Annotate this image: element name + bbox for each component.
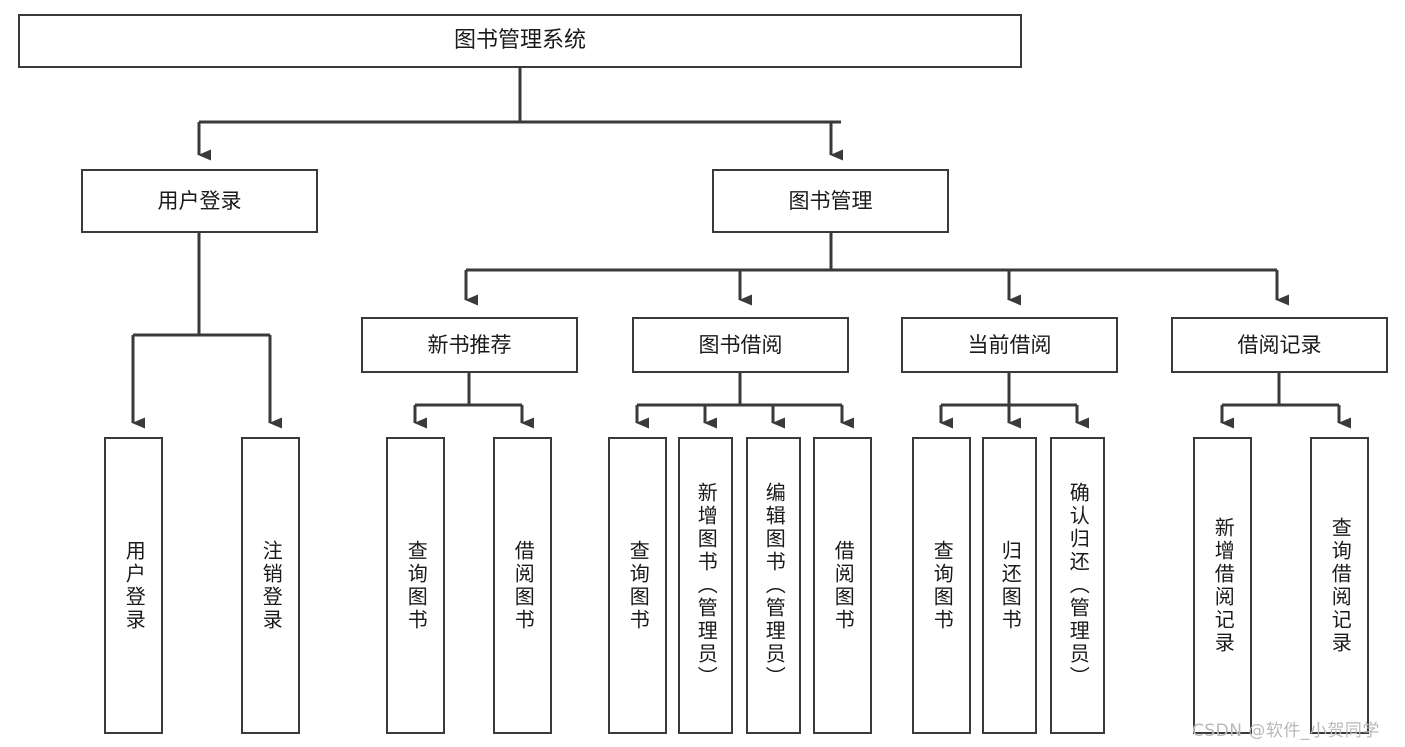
node-user-login[interactable]: 用户登录: [81, 169, 318, 233]
node-leaf-query-book-1[interactable]: 查询图书: [386, 437, 445, 734]
node-leaf-borrow-book-1[interactable]: 借阅图书: [493, 437, 552, 734]
node-book-borrow[interactable]: 图书借阅: [632, 317, 849, 373]
node-label: 确认归还（管理员）: [1066, 482, 1091, 689]
csdn-watermark: CSDN @软件_小贺同学: [1192, 721, 1380, 741]
node-label: 用户登录: [157, 188, 242, 213]
node-label: 图书管理系统: [453, 28, 586, 54]
node-label: 新增借阅记录: [1211, 516, 1236, 655]
node-label: 编辑图书（管理员）: [762, 482, 787, 689]
node-root-system[interactable]: 图书管理系统: [18, 14, 1022, 68]
node-label: 借阅记录: [1237, 332, 1322, 357]
node-book-manage[interactable]: 图书管理: [712, 169, 949, 233]
node-leaf-borrow-book-2[interactable]: 借阅图书: [813, 437, 872, 734]
node-label: 注销登录: [259, 539, 284, 632]
node-leaf-query-book-3[interactable]: 查询图书: [912, 437, 971, 734]
node-label: 查询借阅记录: [1328, 516, 1353, 655]
node-label: 新书推荐: [427, 332, 512, 357]
node-leaf-logout-login[interactable]: 注销登录: [241, 437, 300, 734]
node-leaf-edit-book[interactable]: 编辑图书（管理员）: [746, 437, 801, 734]
node-label: 图书管理: [788, 188, 873, 213]
node-label: 当前借阅: [967, 332, 1052, 357]
node-label: 借阅图书: [511, 539, 536, 632]
node-leaf-user-login[interactable]: 用户登录: [104, 437, 163, 734]
node-label: 借阅图书: [831, 539, 856, 632]
node-leaf-confirm-return[interactable]: 确认归还（管理员）: [1050, 437, 1105, 734]
node-leaf-return-book[interactable]: 归还图书: [982, 437, 1037, 734]
node-label: 用户登录: [122, 539, 147, 632]
node-label: 查询图书: [930, 539, 955, 632]
node-label: 归还图书: [998, 539, 1023, 632]
node-current-borrow[interactable]: 当前借阅: [901, 317, 1118, 373]
node-borrow-record[interactable]: 借阅记录: [1171, 317, 1388, 373]
node-leaf-query-record[interactable]: 查询借阅记录: [1310, 437, 1369, 734]
node-leaf-add-record[interactable]: 新增借阅记录: [1193, 437, 1252, 734]
node-leaf-add-book[interactable]: 新增图书（管理员）: [678, 437, 733, 734]
node-label: 查询图书: [626, 539, 651, 632]
node-label: 图书借阅: [698, 332, 783, 357]
node-new-book-recommend[interactable]: 新书推荐: [361, 317, 578, 373]
node-leaf-query-book-2[interactable]: 查询图书: [608, 437, 667, 734]
node-label: 查询图书: [404, 539, 429, 632]
node-label: 新增图书（管理员）: [694, 482, 719, 689]
